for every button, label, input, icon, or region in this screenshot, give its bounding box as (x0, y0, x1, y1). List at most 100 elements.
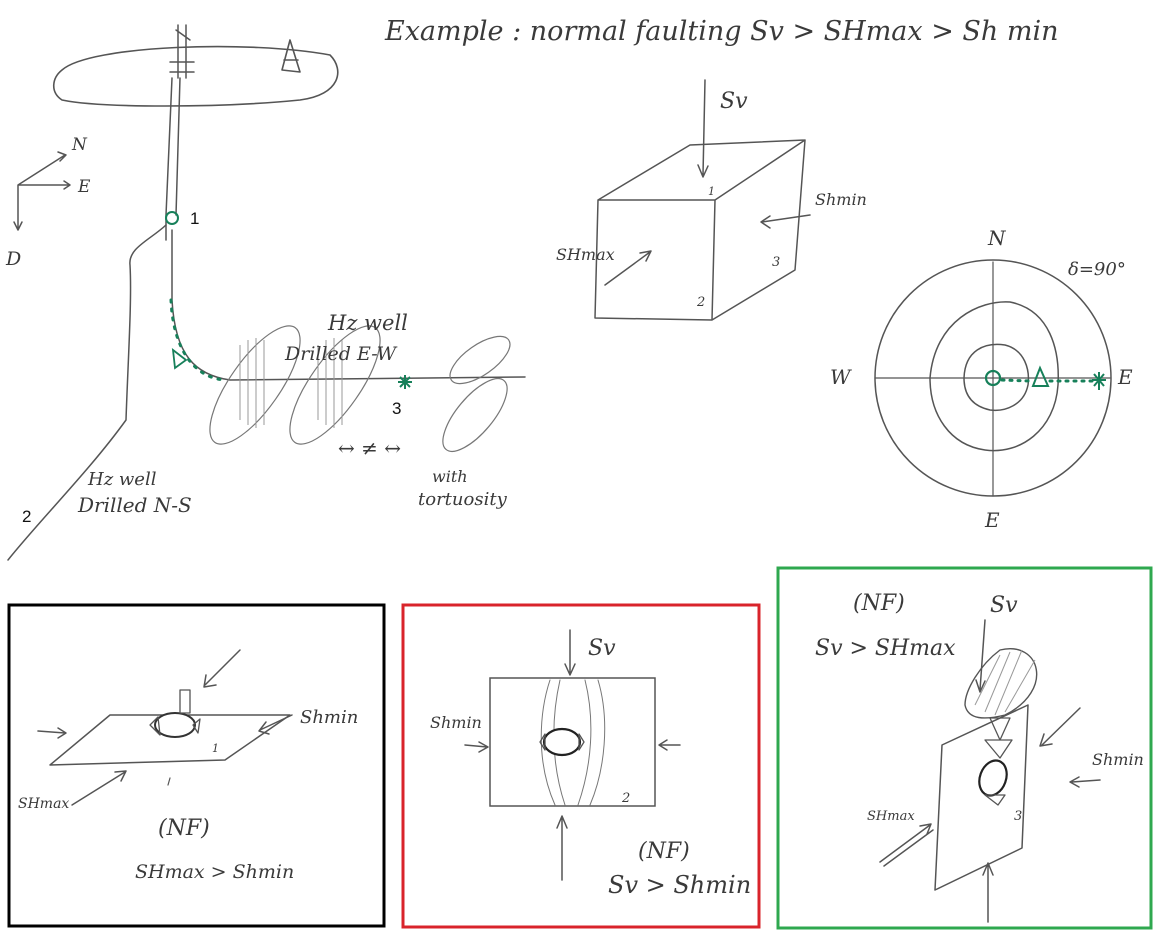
black-regime: (NF) (158, 816, 210, 841)
green-shmin-arrow-icon (1069, 776, 1101, 788)
green-sv-label: Sv (990, 593, 1018, 618)
stereonet-dotted-path (1000, 378, 1097, 383)
stereonet-dip-label: δ=90° (1068, 259, 1126, 280)
not-equal-label: ↔ ≠ ↔ (338, 436, 401, 460)
page-title: Example : normal faulting Sv > SHmax > S… (384, 16, 1059, 47)
red-shmin-arrow-icon (464, 741, 489, 753)
green-triangle-marker (171, 347, 188, 370)
black-shmin-arrow-icon (258, 714, 293, 735)
black-shmin-label: Shmin (300, 707, 358, 728)
surface-triangle-icon (281, 39, 301, 73)
red-plane (489, 677, 656, 807)
green-shmax-arrow-icon (879, 823, 934, 867)
black-shmax-label: SHmax (18, 796, 69, 812)
green-borehole-icon (978, 759, 1008, 797)
cube-face-2: 2 (696, 295, 705, 310)
ns-well-label-1: Hz well (87, 469, 157, 490)
panel-black-border (7, 603, 386, 928)
fracture-ellipse-1 (209, 325, 301, 445)
red-relation: Sv > Shmin (608, 871, 751, 899)
green-shmax-label: SHmax (867, 809, 915, 824)
black-fracture-wings (149, 689, 201, 736)
compass-down: D (5, 248, 21, 270)
well-schematic: 1 2 3 Hz well Drilled E-W ↔ ≠ ↔ with tor… (7, 24, 526, 561)
surface-ellipse (52, 45, 339, 107)
marker-circle (165, 211, 179, 225)
black-relation: SHmax > Shmin (135, 861, 294, 883)
ns-horizontal-well (7, 224, 167, 561)
stereonet-inner-contour (963, 343, 1030, 412)
tortuosity-label-1: with (432, 467, 468, 486)
cube-face-1: 1 (708, 185, 715, 198)
sv-arrow-icon (697, 79, 709, 178)
red-right-arrow-icon (658, 739, 681, 751)
stress-cube: Sv Shmin SHmax 1 2 3 (556, 79, 867, 321)
marker-3-label: 3 (392, 399, 401, 418)
cube-shmin-label: Shmin (815, 190, 867, 209)
black-shmax-arrow-icon (71, 770, 127, 806)
red-bottom-arrow-icon (556, 815, 568, 881)
stereonet: N E W E δ=90° (830, 226, 1133, 532)
red-borehole-icon (542, 727, 582, 757)
compass-east: E (77, 177, 91, 197)
panel-red-border (401, 603, 761, 929)
black-face-label: 1 (212, 742, 219, 755)
panel-black: Shmin SHmax 1 (NF) SHmax > Shmin (7, 603, 386, 928)
black-sv-arrow-icon (203, 649, 241, 688)
green-plane (934, 704, 1029, 891)
compass: N E D (5, 135, 91, 270)
ew-well-label-1: Hz well (327, 311, 408, 335)
marker-1-label: 1 (190, 209, 199, 228)
panel-green-border (776, 566, 1153, 930)
green-face-label: 3 (1014, 809, 1022, 824)
cube-sv-label: Sv (720, 89, 748, 114)
marker-2-label: 2 (22, 507, 31, 526)
stereonet-north: N (987, 226, 1007, 250)
panel-green: (NF) Sv > SHmax Sv Shmin SHmax 3 (776, 566, 1153, 930)
green-shmin-label: Shmin (1092, 750, 1144, 769)
stereonet-south: E (984, 508, 1000, 532)
green-regime: (NF) (853, 591, 905, 616)
green-relation: Sv > SHmax (815, 636, 956, 661)
black-left-arrow-icon (37, 727, 67, 739)
stereonet-triangle-marker (1031, 365, 1050, 387)
stereonet-star-marker (1092, 372, 1106, 390)
fracture-ellipse-2 (289, 325, 381, 445)
ew-well-label-2: Drilled E-W (284, 343, 398, 365)
green-bottom-arrow-icon (982, 862, 994, 923)
green-sv-arrow-icon (975, 619, 986, 693)
green-fracture-neck (984, 717, 1013, 759)
compass-arrows-icon (13, 151, 71, 231)
rig-icon (169, 24, 195, 79)
shmax-arrow-icon (604, 250, 652, 286)
red-face-label: 2 (621, 791, 630, 806)
red-sv-arrow-icon (564, 629, 576, 676)
green-upper-right-arrow-icon (1039, 707, 1081, 747)
green-upper-lobe (964, 648, 1038, 719)
panel-red: Sv Shmin 2 (NF) Sv > Shmin (401, 603, 761, 929)
stereonet-west: W (830, 365, 852, 389)
tortuosity-label-2: tortuosity (418, 489, 508, 510)
cube-face-3: 3 (772, 255, 780, 270)
stereonet-east: E (1117, 365, 1133, 389)
black-plane (49, 714, 291, 766)
tortuous-fracture-2 (442, 378, 508, 452)
black-tick (167, 777, 171, 786)
black-borehole-icon (154, 712, 196, 738)
red-shmin-label: Shmin (430, 713, 482, 732)
stereonet-mid-contour (929, 301, 1059, 452)
red-regime: (NF) (638, 839, 690, 864)
cube-outline (594, 139, 806, 321)
green-lower-wing (984, 794, 1006, 806)
compass-north: N (71, 135, 88, 155)
marker-star (398, 375, 412, 389)
stereonet-circle-marker (984, 369, 1002, 387)
stereonet-axes (874, 261, 1111, 497)
shmin-arrow-icon (760, 214, 811, 229)
ns-well-label-2: Drilled N-S (77, 493, 192, 517)
red-fracture-wings (539, 733, 585, 751)
cube-shmax-label: SHmax (556, 245, 615, 264)
tortuous-fracture-1 (449, 335, 511, 385)
red-sv-label: Sv (588, 636, 616, 661)
